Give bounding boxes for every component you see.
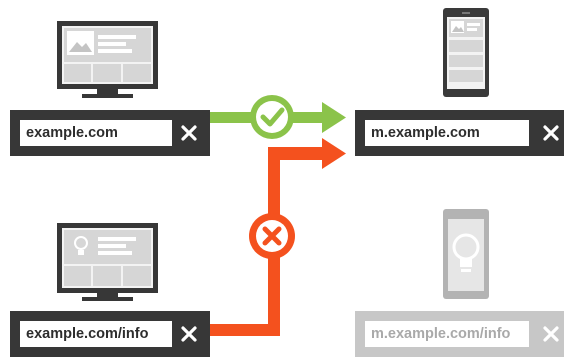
- lightbulb-icon: [452, 233, 480, 272]
- mobile-url-bottom[interactable]: m.example.com/info: [365, 321, 529, 347]
- cross-icon: [249, 213, 295, 259]
- failed-redirect-arrow: [208, 138, 346, 336]
- desktop-url-bar-bottom: example.com/info: [10, 311, 210, 357]
- close-icon[interactable]: [172, 110, 206, 156]
- desktop-monitor-top-icon: [57, 21, 158, 98]
- desktop-url-top[interactable]: example.com: [20, 120, 172, 146]
- mobile-url-top[interactable]: m.example.com: [365, 120, 529, 146]
- close-icon[interactable]: [534, 311, 564, 357]
- close-icon[interactable]: [534, 110, 564, 156]
- phone-bottom-icon: [443, 209, 489, 299]
- desktop-monitor-bottom-icon: [57, 223, 158, 301]
- mobile-url-bar-bottom: m.example.com/info: [355, 311, 564, 357]
- close-icon[interactable]: [172, 311, 206, 357]
- desktop-url-bottom[interactable]: example.com/info: [20, 321, 172, 347]
- desktop-url-bar-top: example.com: [10, 110, 210, 156]
- phone-top-icon: [443, 8, 489, 97]
- mobile-url-bar-top: m.example.com: [355, 110, 564, 156]
- checkmark-icon: [250, 95, 294, 139]
